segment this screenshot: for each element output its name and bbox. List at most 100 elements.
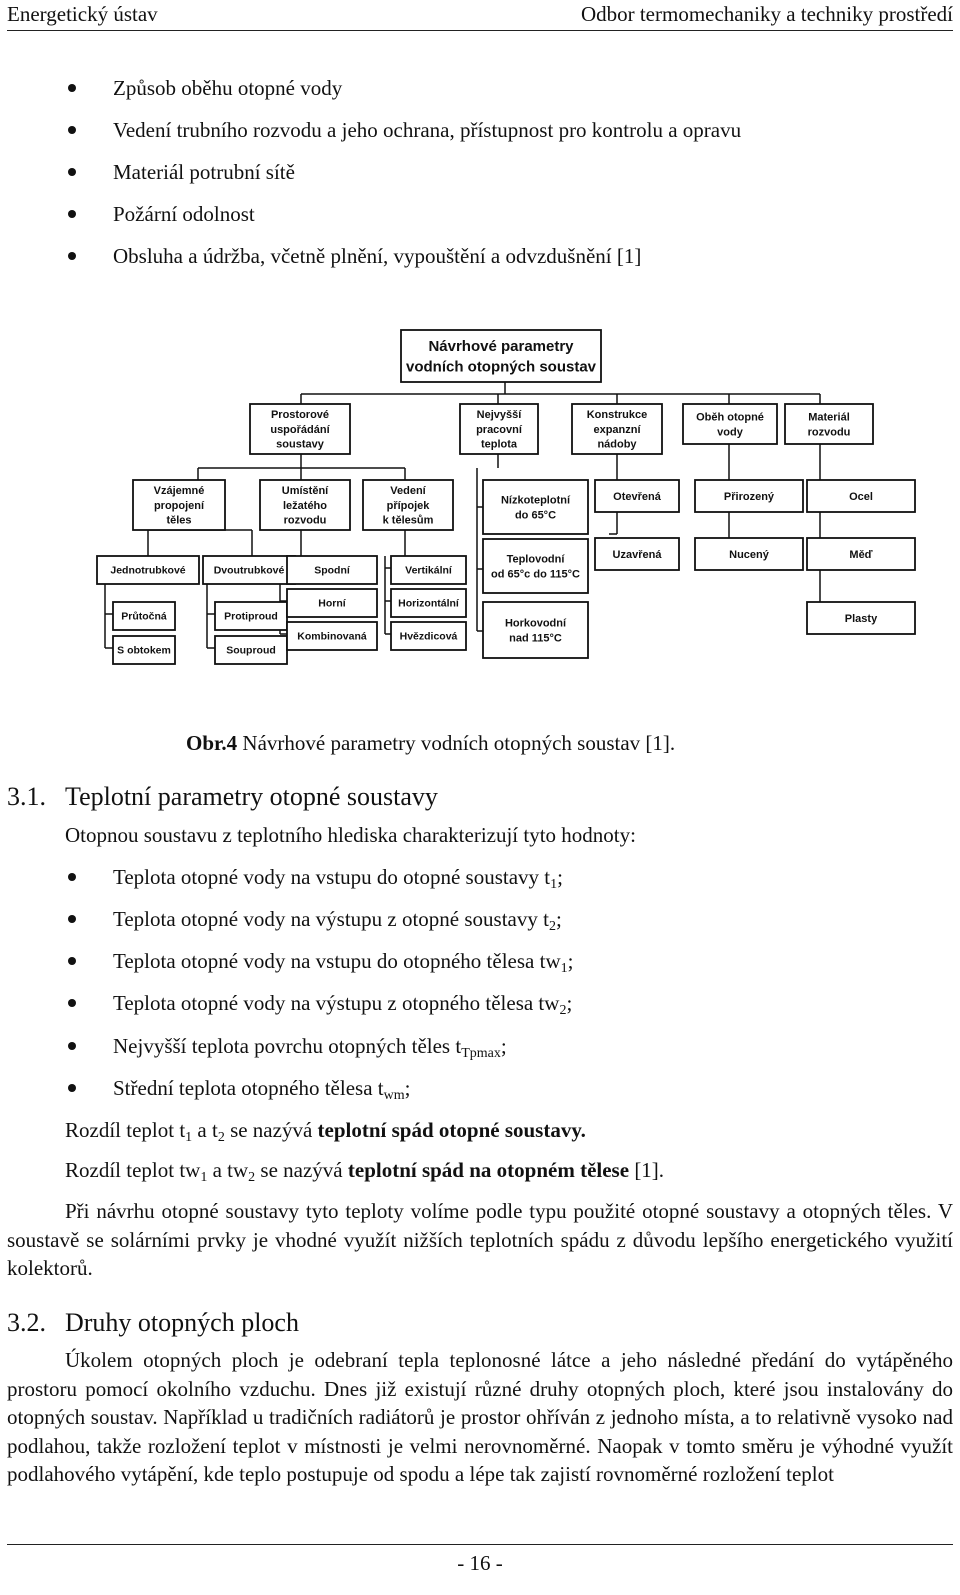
bullet-icon — [68, 1042, 76, 1050]
diagram-box-label: Dvoutrubkové — [214, 565, 285, 577]
diagram-box-label: Jednotrubkové — [110, 565, 185, 577]
diagram-box-label: Nucený — [729, 549, 770, 561]
diagram-box-label: nad 115°C — [509, 632, 562, 644]
diagram-box-label: Měď — [849, 549, 872, 561]
header-right: Odbor termomechaniky a techniky prostřed… — [580, 2, 953, 26]
diagram-box-uzavrena: Uzavřená — [594, 537, 680, 571]
diagram-box-label: uspořádání — [270, 424, 330, 436]
diagram-box-label: Horní — [318, 598, 346, 610]
diagram-box-label: propojení — [154, 500, 205, 512]
diagram-box-horni: Horní — [286, 588, 378, 618]
diagram-box-hvezdicova: Hvězdicová — [390, 621, 467, 651]
diagram-box-dvoutrubkove: Dvoutrubkové — [202, 555, 296, 585]
diagram-box-label: Vzájemné — [154, 485, 205, 497]
diagram-box-label: těles — [166, 515, 191, 527]
diagram-box-umisteni: Umístění ležatého rozvodu — [259, 479, 351, 531]
diagram-box-jednotrubkove: Jednotrubkové — [96, 555, 200, 585]
diagram-box-konstrukce: Konstrukce expanzní nádoby — [571, 403, 663, 455]
diagram-box-vzajemne: Vzájemné propojení těles — [132, 479, 226, 531]
diagram-box-obeh: Oběh otopné vody — [682, 403, 778, 445]
diagram-box-label: Teplovodní — [507, 553, 566, 565]
diagram-box-protiproud: Protiproud — [214, 601, 288, 631]
bullet-icon — [68, 84, 76, 92]
paragraph-solar: Při návrhu otopné soustavy tyto teploty … — [7, 1199, 953, 1280]
diagram-box-ocel: Ocel — [806, 479, 916, 513]
bullet-icon — [68, 957, 76, 965]
diagram-box-label: Plasty — [845, 613, 878, 625]
bullet-icon — [68, 1084, 76, 1092]
diagram-box-label: Protiproud — [224, 611, 278, 623]
diagram-box-vertikalni: Vertikální — [390, 555, 467, 585]
diagram-box-horizontalni: Horizontální — [390, 588, 467, 618]
bullet-icon — [68, 210, 76, 218]
section-heading-3-2: 3.2.Druhy otopných ploch — [7, 1308, 299, 1337]
diagram-box-souproud: Souproud — [214, 635, 288, 665]
section-heading-3-1: 3.1.Teplotní parametry otopné soustavy — [7, 782, 438, 811]
diagram-box-material: Materiál rozvodu — [784, 403, 874, 445]
diagram-box-med: Měď — [806, 537, 916, 571]
diagram-box-label: Hvězdicová — [400, 631, 458, 643]
diagram-box-label: Konstrukce — [587, 409, 648, 421]
bullet-icon — [68, 126, 76, 134]
bullet-icon — [68, 252, 76, 260]
diagram-box-root: Návrhové parametry vodních otopných soust… — [400, 329, 602, 383]
diagram-box-label: Vertikální — [405, 565, 453, 577]
bullet-icon — [68, 168, 76, 176]
diagram-box-label: Nízkoteplotní — [501, 494, 571, 506]
page-footer: - 16 - — [7, 1544, 953, 1595]
diagram-box-label: do 65°C — [515, 509, 556, 521]
diagram-box-label: Průtočná — [121, 611, 167, 623]
diagram-box-label: Návrhové parametry — [428, 338, 574, 355]
diagram-box-label: Oběh otopné — [696, 411, 764, 423]
diagram-box-label: Nejvyšší — [477, 409, 523, 421]
diagram-box-label: Spodní — [314, 565, 351, 577]
diagram-box-label: od 65°c do 115°C — [491, 568, 580, 580]
diagram-box-label: Kombinovaná — [297, 631, 367, 643]
page-number: - 16 - — [457, 1551, 503, 1575]
diagram-svg: Návrhové parametry vodních otopných soust… — [96, 329, 916, 665]
definition-line-1: Rozdíl teplot t1 a t2 se nazývá teplotní… — [65, 1118, 586, 1145]
diagram-box-label: Materiál — [808, 411, 850, 423]
diagram-box-plasty: Plasty — [806, 601, 916, 635]
diagram-box-nuceny: Nucený — [694, 537, 804, 571]
diagram-box-nejvyssi: Nejvyšší pracovní teplota — [459, 403, 539, 455]
diagram-box-label: rozvodu — [808, 426, 851, 438]
diagram-box-label: Horizontální — [398, 598, 460, 610]
diagram-box-label: S obtokem — [117, 645, 171, 657]
definition-line-2: Rozdíl teplot tw1 a tw2 se nazývá teplot… — [65, 1158, 665, 1185]
diagram-box-prutocna: Průtočná — [112, 601, 176, 631]
paragraph-heating-surfaces: Úkolem otopných ploch je odebraní tepla … — [7, 1348, 953, 1486]
parameters-diagram: Návrhové parametry vodních otopných soust… — [95, 328, 955, 673]
diagram-box-teplovodni: Teplovodní od 65°c do 115°C — [482, 538, 589, 594]
diagram-box-otevrena: Otevřená — [594, 479, 680, 513]
diagram-box-spodni: Spodní — [286, 555, 378, 585]
diagram-box-label: rozvodu — [284, 515, 327, 527]
diagram-box-label: Uzavřená — [613, 549, 663, 561]
diagram-box-label: vody — [717, 426, 744, 438]
diagram-box-label: ležatého — [283, 500, 327, 512]
diagram-box-kombinovana: Kombinovaná — [286, 621, 378, 651]
bullet-icon — [68, 873, 76, 881]
figure-caption: Obr.4 Návrhové parametry vodních otopnýc… — [186, 731, 676, 755]
diagram-box-prirozeny: Přirozený — [694, 479, 804, 513]
diagram-box-label: Přirozený — [724, 491, 775, 503]
diagram-box-label: Vedení — [390, 485, 426, 497]
diagram-box-label: teplota — [481, 439, 518, 451]
bullet-icon — [68, 999, 76, 1007]
diagram-box-label: soustavy — [276, 439, 325, 451]
page-header: Energetický ústav Odbor termomechaniky a… — [7, 0, 953, 31]
diagram-box-label: Souproud — [226, 645, 276, 657]
diagram-box-label: Ocel — [849, 491, 873, 503]
diagram-box-label: vodních otopných soustav — [406, 358, 597, 375]
diagram-box-label: Umístění — [282, 485, 329, 497]
header-left: Energetický ústav — [7, 2, 158, 26]
diagram-box-label: pracovní — [476, 424, 523, 436]
section-intro: Otopnou soustavu z teplotního hlediska c… — [65, 823, 636, 847]
diagram-box-nizkoteplotni: Nízkoteplotní do 65°C — [482, 479, 589, 535]
diagram-box-label: k tělesům — [383, 515, 434, 527]
diagram-box-label: expanzní — [593, 424, 641, 436]
diagram-box-label: nádoby — [597, 439, 637, 451]
